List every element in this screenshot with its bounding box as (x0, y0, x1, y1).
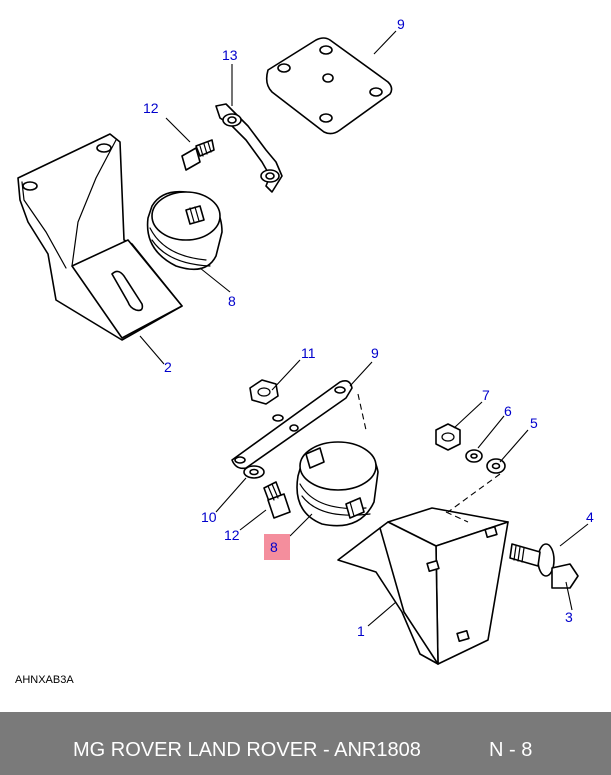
callout-12-upper: 12 (143, 100, 159, 116)
washer (243, 465, 265, 479)
callout-3: 3 (565, 609, 573, 625)
callout-12-lower: 12 (224, 527, 240, 543)
callout-6: 6 (504, 403, 512, 419)
bolt-lower (263, 481, 291, 519)
bracket-lower (337, 507, 509, 665)
callout-1: 1 (357, 623, 365, 639)
footer-bar: MG ROVER LAND ROVER - ANR1808 N - 8 (0, 712, 611, 775)
callout-8-upper: 8 (228, 293, 236, 309)
callout-10: 10 (201, 509, 217, 525)
callout-2: 2 (164, 359, 172, 375)
nut-flange (435, 423, 461, 451)
bolt-long (509, 543, 579, 589)
callout-4: 4 (586, 509, 594, 525)
callout-5: 5 (530, 415, 538, 431)
callout-highlight (264, 534, 290, 560)
footer-page-ref: N - 8 (489, 739, 533, 761)
mounting-plate-upper (265, 37, 393, 135)
callout-7: 7 (482, 387, 490, 403)
callout-8-lower: 8 (270, 539, 278, 555)
bolt-upper (181, 139, 215, 171)
spring-washer (465, 449, 483, 463)
mounting-plate-lower (231, 380, 353, 470)
callout-9-lower: 9 (371, 345, 379, 361)
bracket-upper (17, 133, 183, 341)
leader-lines (139, 30, 589, 627)
callout-13: 13 (222, 47, 238, 63)
exploded-parts-diagram: 9 13 12 8 2 11 9 7 6 5 4 10 12 8 1 3 (17, 16, 594, 665)
callout-9-upper: 9 (397, 16, 405, 32)
footer-part-number: MG ROVER LAND ROVER - ANR1808 (73, 739, 421, 761)
callout-11: 11 (301, 345, 316, 361)
nut (249, 379, 279, 405)
rubber-mount-lower (296, 441, 379, 527)
rubber-mount-upper (146, 190, 223, 271)
callout-labels: 9 13 12 8 2 11 9 7 6 5 4 10 12 8 1 3 (143, 16, 594, 639)
plain-washer (486, 458, 506, 474)
strap-bracket (215, 103, 283, 193)
diagram-reference-code: AHNXAB3A (15, 674, 74, 686)
assembly-lines (357, 393, 501, 523)
